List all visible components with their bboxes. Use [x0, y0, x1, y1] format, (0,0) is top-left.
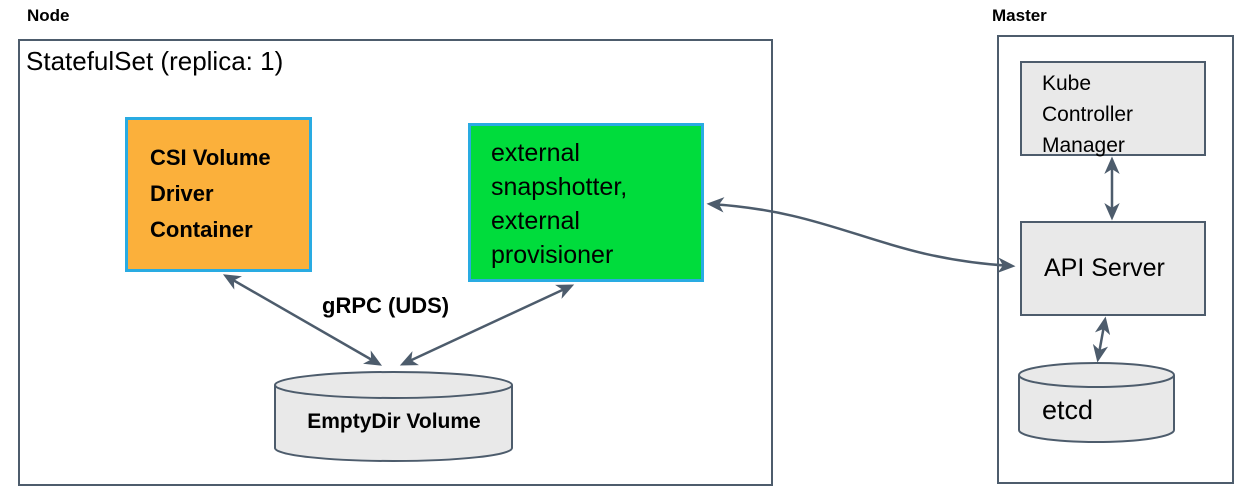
csi-volume-driver-container-box: CSI Volume Driver Container	[125, 117, 312, 272]
master-label: Master	[992, 6, 1047, 25]
etcd-label: etcd	[1042, 395, 1094, 425]
kcm-box-line: Manager	[1042, 134, 1125, 157]
node-label: Node	[27, 6, 70, 25]
ext-box-line: external	[491, 207, 580, 235]
csi-box-line: Container	[150, 217, 253, 242]
ext-box-line: provisioner	[491, 241, 614, 269]
kcm-box-line: Kube	[1042, 72, 1092, 95]
external-snapshotter-provisioner-box: external snapshotter, external provision…	[468, 123, 704, 282]
statefulset-label: StatefulSet (replica: 1)	[26, 46, 284, 76]
ext-box-line: snapshotter,	[491, 173, 628, 201]
kube-controller-manager-box: Kube Controller Manager	[1020, 61, 1206, 157]
csi-box-line: CSI Volume	[150, 145, 271, 170]
kcm-box-line: Controller	[1042, 103, 1134, 126]
api-server-label: API Server	[1044, 254, 1165, 282]
ext-box-line: external	[491, 139, 580, 167]
emptydir-volume-label: EmptyDir Volume	[307, 410, 481, 433]
csi-box-line: Driver	[150, 181, 214, 206]
api-server-box: API Server	[1020, 221, 1206, 316]
grpc-uds-label: gRPC (UDS)	[322, 293, 450, 318]
